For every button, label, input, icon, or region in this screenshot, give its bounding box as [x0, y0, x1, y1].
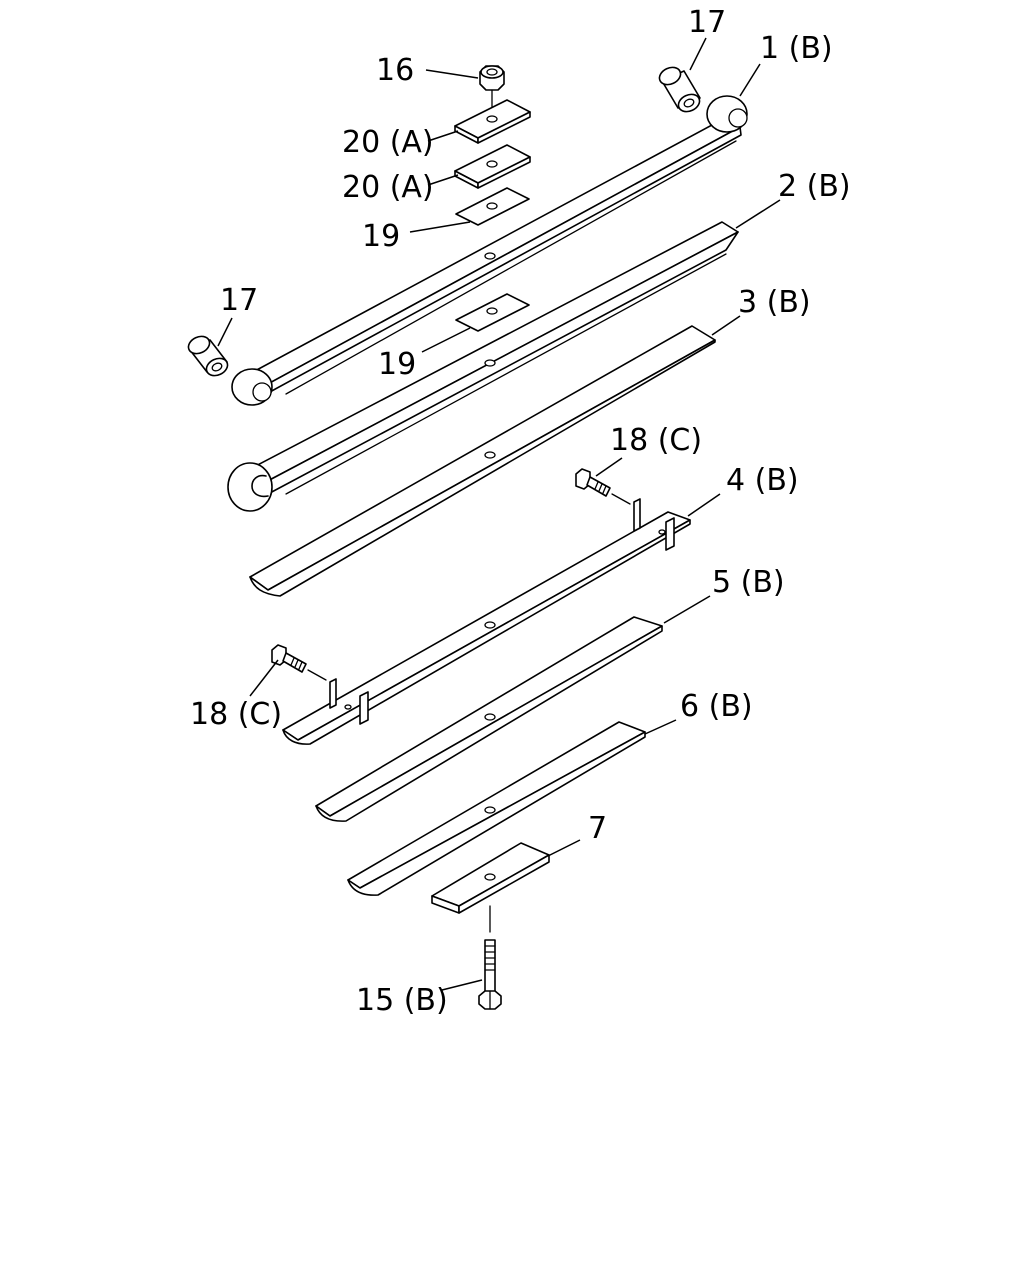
callout-19-upper: 19	[362, 219, 400, 254]
part-7-plate	[431, 842, 550, 933]
callout-3b: 3 (B)	[738, 285, 811, 320]
callout-17-left: 17	[220, 283, 258, 318]
callout-6b: 6 (B)	[680, 689, 753, 724]
part-2b-second-leaf	[227, 221, 739, 512]
callout-4b: 4 (B)	[726, 463, 799, 498]
callout-20a-lower: 20 (A)	[342, 170, 434, 205]
part-5b-leaf	[315, 616, 663, 822]
leader-lines	[217, 37, 781, 991]
callout-labels: 16 17 1 (B) 20 (A) 20 (A) 19 2 (B) 17 19…	[190, 5, 851, 1018]
part-19-upper-pad	[455, 187, 530, 226]
callout-18c-right: 18 (C)	[610, 423, 702, 458]
part-17-left-bushing	[187, 335, 229, 377]
part-15b-center-bolt	[478, 939, 502, 1010]
part-16-nut	[479, 65, 505, 109]
callout-19-lower: 19	[378, 347, 416, 382]
part-20a-lower-plate	[454, 144, 531, 189]
part-4b-leaf-with-clips	[282, 498, 691, 745]
callout-7: 7	[588, 811, 607, 846]
part-19-lower-pad	[455, 293, 530, 332]
part-6b-leaf	[347, 721, 646, 896]
part-18c-right-bolt	[575, 468, 631, 505]
callout-16: 16	[376, 53, 414, 88]
part-3b-leaf	[249, 325, 716, 597]
part-20a-upper-plate	[454, 99, 531, 144]
callout-15b: 15 (B)	[356, 983, 448, 1018]
callout-17-top: 17	[688, 5, 726, 40]
part-18c-left-bolt	[271, 644, 327, 681]
callout-5b: 5 (B)	[712, 565, 785, 600]
callout-2b: 2 (B)	[778, 169, 851, 204]
callout-20a-upper: 20 (A)	[342, 125, 434, 160]
callout-18c-left: 18 (C)	[190, 697, 282, 732]
callout-1b: 1 (B)	[760, 31, 833, 66]
part-17-top-bushing	[658, 66, 701, 113]
part-1b-main-leaf	[231, 95, 748, 406]
